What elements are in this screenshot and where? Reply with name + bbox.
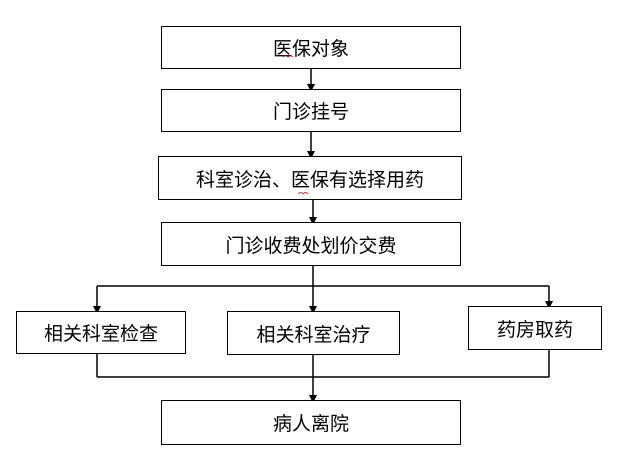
node-label: 相关科室治疗 [256, 323, 371, 346]
node-label: 病人离院 [272, 413, 349, 435]
node-department-treatment: 相关科室治疗 [227, 311, 400, 355]
spellcheck-mark [283, 55, 293, 58]
node-outpatient-registration: 门诊挂号 [161, 89, 461, 132]
node-pharmacy-pickup: 药房取药 [468, 306, 602, 350]
node-label: 科室诊治、医保有选择用药 [195, 168, 424, 191]
node-outpatient-payment: 门诊收费处划价交费 [161, 222, 461, 266]
node-label: 医保对象 [272, 38, 349, 60]
node-label: 药房取药 [496, 318, 573, 341]
spellcheck-mark [298, 192, 308, 195]
node-department-diagnosis: 科室诊治、医保有选择用药 [158, 156, 462, 200]
node-medical-insurance-subject: 医保对象 [161, 26, 461, 69]
node-label: 门诊收费处划价交费 [225, 234, 397, 257]
node-label: 门诊挂号 [272, 101, 349, 123]
node-department-examination: 相关科室检查 [16, 311, 186, 354]
node-patient-discharge: 病人离院 [161, 400, 461, 445]
node-label: 相关科室检查 [43, 323, 158, 345]
